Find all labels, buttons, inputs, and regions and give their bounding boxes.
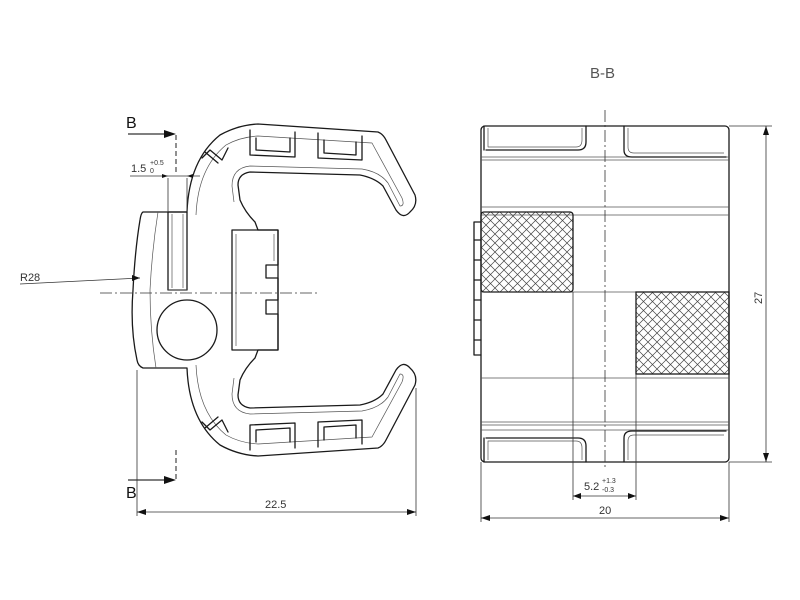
section-title: B-B <box>590 65 615 82</box>
slot <box>167 211 188 291</box>
bore <box>156 299 218 361</box>
radius-dimension: R28 <box>19 272 141 285</box>
center-rib <box>231 229 279 351</box>
width-dimension-front: 22.5 <box>136 370 417 516</box>
edge-teeth <box>473 221 482 356</box>
front-view: B B 1.5 +0.5 0 R28 <box>19 115 417 516</box>
section-marker-top: B <box>126 115 137 132</box>
pad-offset-tol-lower: -0.3 <box>602 487 614 494</box>
upper-notches <box>201 129 363 164</box>
clip-inner-edge <box>195 135 404 445</box>
section-marker-bottom: B <box>126 485 137 502</box>
top-slots <box>483 125 727 158</box>
section-view: B-B 27 <box>473 65 772 522</box>
pad-offset-tol-upper: +1.3 <box>602 478 616 485</box>
width-front-label: 22.5 <box>265 499 286 511</box>
pad-offset-label: 5.2 <box>584 481 599 493</box>
section-arrow-bottom: B <box>126 476 176 502</box>
width-dimension-section: 20 <box>480 462 730 522</box>
lower-pad <box>635 291 730 375</box>
bottom-slots <box>483 430 727 463</box>
slot-width-tol-upper: +0.5 <box>150 160 164 167</box>
upper-pad <box>480 211 574 293</box>
height-dimension: 27 <box>729 125 772 463</box>
slot-width-label: 1.5 <box>131 163 146 175</box>
lower-notches <box>201 416 363 451</box>
section-arrow-top: B <box>126 115 176 138</box>
pad-offset-dimension: 5.2 +1.3 -0.3 <box>572 292 637 500</box>
radius-label: R28 <box>20 272 40 284</box>
slot-width-dimension: 1.5 +0.5 0 <box>130 160 200 212</box>
slot-width-tol-lower: 0 <box>150 168 154 175</box>
width-section-label: 20 <box>599 505 611 517</box>
height-label: 27 <box>753 292 765 304</box>
clip-outline <box>131 123 417 457</box>
